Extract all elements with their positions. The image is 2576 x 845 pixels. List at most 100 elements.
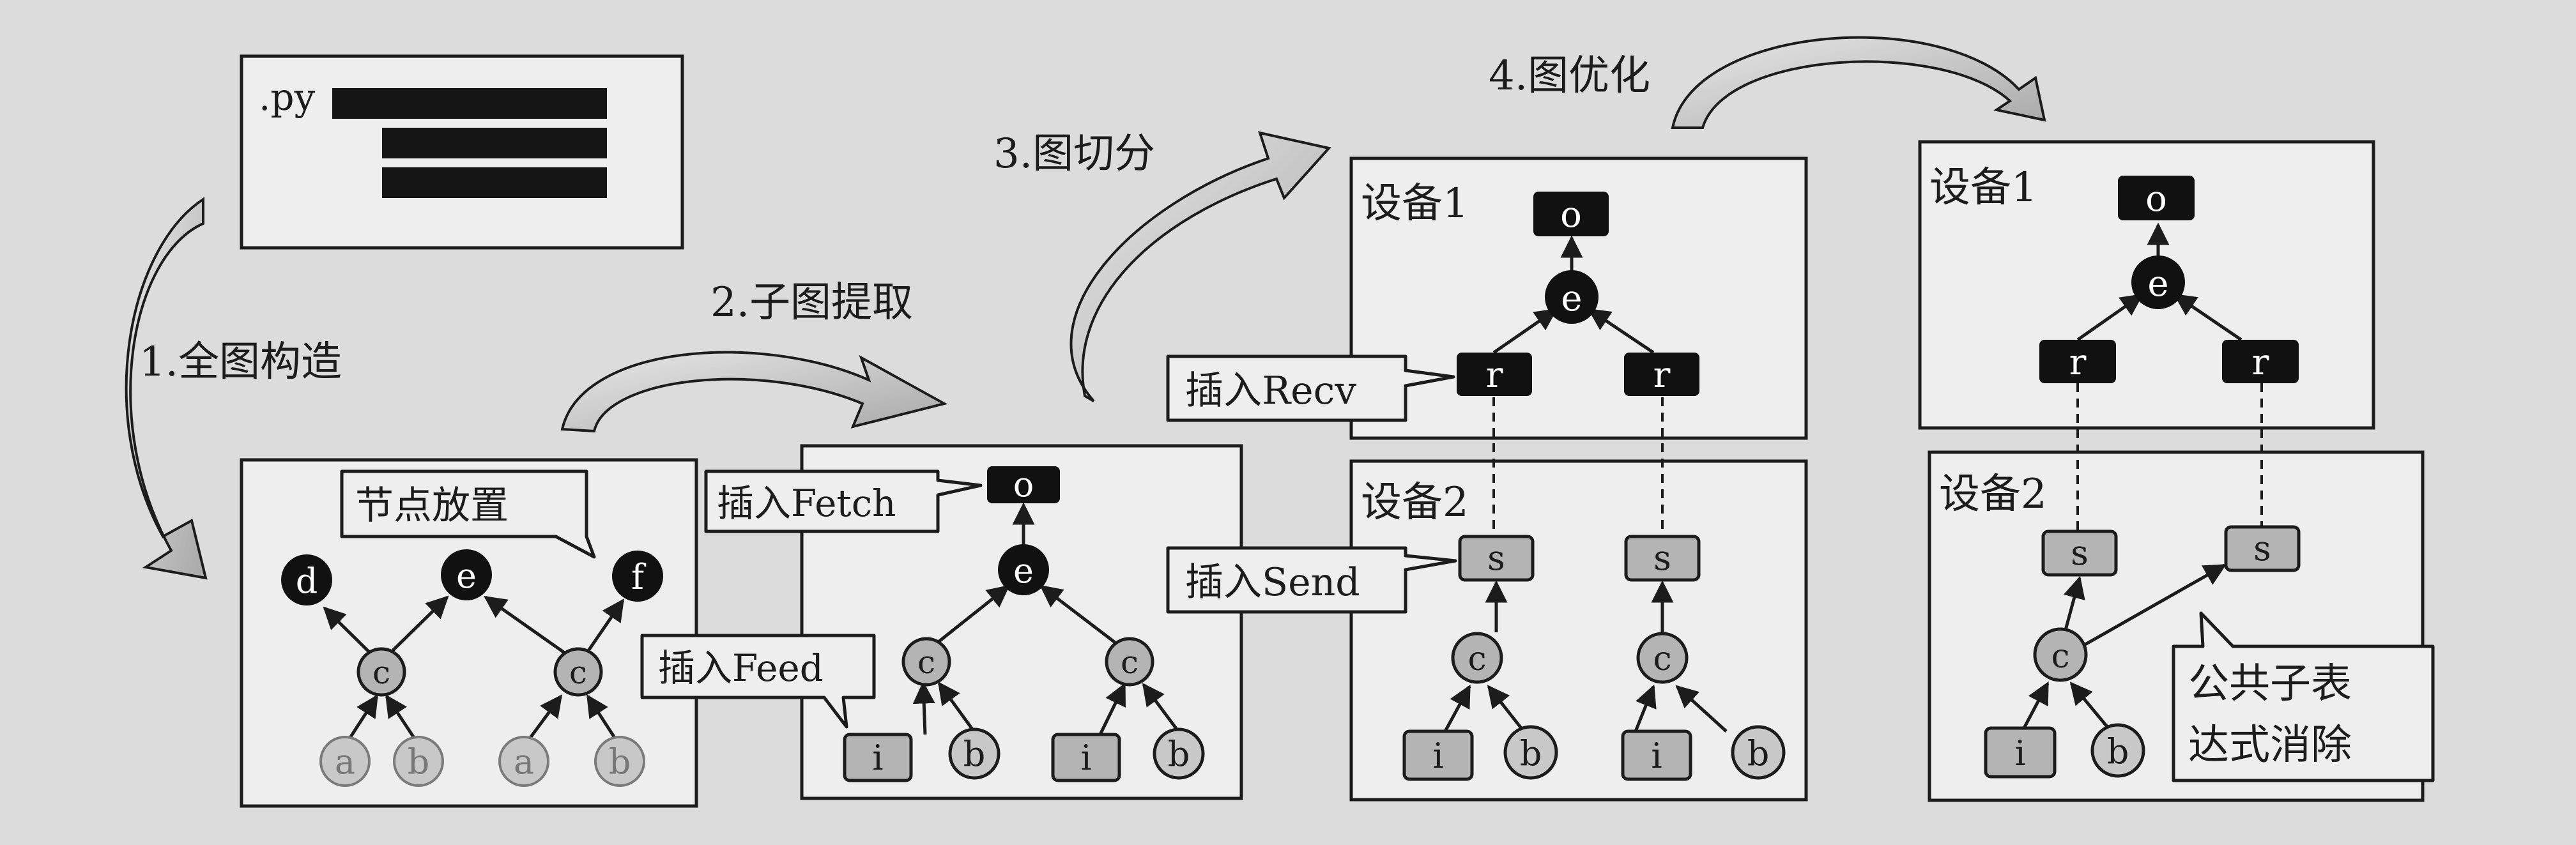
- step-2-label: 2.子图提取: [710, 279, 913, 326]
- svg-text:i: i: [1080, 738, 1091, 778]
- svg-text:s: s: [1653, 538, 1671, 578]
- svg-text:c: c: [917, 644, 935, 681]
- svg-text:公共子表: 公共子表: [2188, 660, 2352, 708]
- node-e: [441, 549, 492, 600]
- svg-text:插入Feed: 插入Feed: [658, 646, 824, 690]
- svg-text:i: i: [1432, 736, 1443, 776]
- svg-text:r: r: [2252, 342, 2269, 383]
- node-i-feed-right: [1051, 733, 1121, 782]
- svg-text:b: b: [963, 734, 986, 774]
- svg-text:c: c: [1468, 640, 1486, 678]
- node-a-right: [498, 736, 549, 787]
- svg-text:e: e: [1013, 551, 1034, 591]
- svg-text:o: o: [1560, 194, 1582, 236]
- node-i-feed-left: [843, 733, 913, 782]
- curved-arrow-step-2: [560, 351, 948, 433]
- svg-text:r: r: [1486, 354, 1503, 396]
- curved-arrow-step-1: [125, 197, 208, 580]
- svg-text:c: c: [372, 654, 390, 691]
- step-arrows: [125, 36, 2046, 580]
- node-b-left: [948, 727, 1000, 780]
- svg-text:a: a: [514, 742, 534, 782]
- node-b-right: [1153, 727, 1205, 780]
- svg-text:b: b: [1520, 733, 1542, 773]
- optimized-device-1-label: 设备1: [1929, 164, 2037, 211]
- node-s-left: [1458, 535, 1535, 582]
- node-s-right: [2224, 525, 2301, 572]
- svg-text:b: b: [408, 742, 430, 782]
- svg-text:b: b: [1168, 734, 1190, 774]
- node-i-left: [1402, 729, 1474, 781]
- code-line-2: [382, 128, 607, 158]
- callout-node-placement: 节点放置: [340, 469, 596, 559]
- svg-text:r: r: [1653, 354, 1671, 396]
- curved-arrow-step-4: [1671, 36, 2046, 129]
- svg-text:e: e: [456, 556, 477, 596]
- callout-insert-recv: 插入Recv: [1166, 354, 1455, 422]
- node-s-right: [1624, 535, 1701, 582]
- node-o: [1533, 192, 1609, 236]
- node-r-left: [2039, 340, 2116, 383]
- node-c-right: [553, 647, 603, 697]
- svg-text:c: c: [1653, 640, 1671, 678]
- node-o: [2118, 176, 2195, 220]
- panel-optimization: 设备1 设备2 o e r r s s c i b 公共子表 达式消除: [1918, 140, 2435, 802]
- svg-text:o: o: [2145, 178, 2167, 220]
- svg-text:i: i: [872, 738, 883, 778]
- svg-text:s: s: [2071, 533, 2089, 573]
- curved-arrow-step-3: [1070, 131, 1331, 402]
- svg-text:b: b: [609, 742, 631, 782]
- node-c-right: [1636, 632, 1689, 684]
- svg-text:b: b: [1747, 733, 1770, 773]
- svg-text:插入Send: 插入Send: [1185, 560, 1360, 605]
- node-c-left: [901, 637, 951, 687]
- node-b-left: [393, 736, 444, 787]
- svg-text:c: c: [569, 654, 587, 691]
- svg-text:c: c: [1121, 644, 1138, 681]
- svg-text:节点放置: 节点放置: [355, 483, 509, 528]
- node-d: [281, 554, 332, 605]
- svg-text:d: d: [296, 561, 318, 601]
- svg-text:插入Fetch: 插入Fetch: [717, 482, 896, 525]
- svg-text:s: s: [2253, 528, 2271, 568]
- svg-text:插入Recv: 插入Recv: [1185, 369, 1356, 413]
- node-c-left: [1451, 632, 1503, 684]
- svg-text:r: r: [2069, 342, 2087, 383]
- svg-text:a: a: [335, 742, 355, 782]
- code-line-3: [382, 167, 607, 198]
- node-f: [612, 551, 663, 602]
- svg-text:e: e: [1561, 278, 1582, 319]
- node-i: [1984, 726, 2057, 779]
- step-4-label: 4.图优化: [1489, 52, 1650, 100]
- panel-partition: 设备1 设备2 o e r r s s c c i: [1166, 156, 1808, 802]
- node-b: [2090, 723, 2145, 778]
- callout-insert-feed: 插入Feed: [640, 634, 876, 729]
- node-c-left: [356, 647, 406, 697]
- step-3-label: 3.图切分: [993, 130, 1155, 178]
- svg-text:s: s: [1487, 538, 1505, 578]
- node-c-right: [1105, 637, 1154, 687]
- node-a-left: [319, 736, 371, 787]
- source-file-label: .py: [259, 75, 316, 119]
- optimized-device-2-label: 设备2: [1939, 471, 2047, 518]
- svg-text:i: i: [2014, 733, 2025, 773]
- svg-text:o: o: [1013, 464, 1034, 505]
- panel-full-graph: d e f c c a b a b 节点放置: [240, 458, 698, 808]
- node-r-right: [2222, 340, 2299, 383]
- svg-text:c: c: [2051, 637, 2069, 676]
- callout-insert-send: 插入Send: [1166, 546, 1457, 614]
- node-s-left: [2041, 529, 2118, 577]
- callout-cse: 公共子表 达式消除: [2172, 611, 2435, 782]
- callout-insert-fetch: 插入Fetch: [704, 469, 983, 533]
- node-i-right: [1621, 729, 1692, 781]
- svg-text:e: e: [2147, 263, 2168, 305]
- svg-text:达式消除: 达式消除: [2188, 722, 2352, 769]
- node-b-right: [594, 736, 645, 787]
- svg-text:b: b: [2107, 731, 2129, 772]
- node-e: [2131, 255, 2185, 309]
- node-e: [1545, 270, 1598, 324]
- node-c-shared: [2033, 627, 2088, 682]
- panel-subgraph: o e c c i b i b 插入Fetch 插入Feed: [640, 444, 1243, 800]
- svg-text:i: i: [1651, 736, 1662, 776]
